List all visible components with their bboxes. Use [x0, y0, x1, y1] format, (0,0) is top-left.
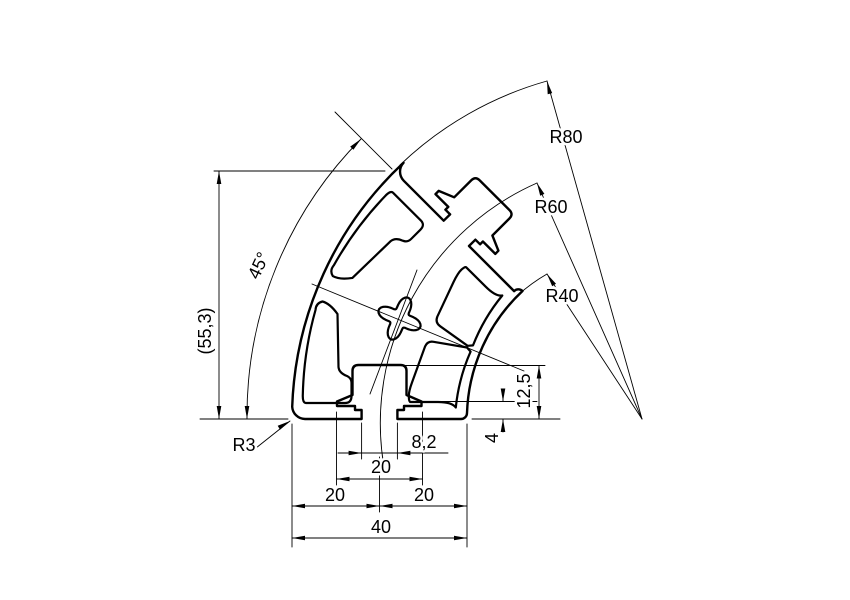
dimension-arrowhead	[216, 171, 222, 184]
dimension-arrowhead	[244, 406, 250, 419]
dimension-arrowhead	[216, 406, 222, 419]
ext-width-outer	[291, 423, 468, 548]
chamber-top-left	[330, 190, 424, 280]
dimension-arrowhead	[536, 365, 542, 379]
label-corner-radius: R3	[232, 435, 255, 455]
label-overall-width: 40	[371, 517, 391, 537]
screw-core-hole-contour	[377, 296, 422, 341]
centerline-bisector	[311, 283, 525, 372]
label-radius-inner: R40	[545, 286, 578, 306]
dimension-arrowhead	[547, 274, 556, 287]
dim-r80-line	[546, 80, 643, 420]
ext-top-face-radial	[334, 111, 393, 170]
dimension-arrowhead	[277, 421, 290, 430]
chamber-bottom-right	[407, 340, 472, 409]
dimension-arrowhead	[454, 503, 467, 509]
label-half-width-right: 20	[414, 485, 434, 505]
dimension-arrowhead	[348, 450, 362, 456]
label-radius-center: R60	[534, 197, 567, 217]
dimension-arrowhead	[547, 81, 553, 95]
chamber-top-right	[435, 265, 504, 347]
label-lip-height: 4	[482, 433, 502, 443]
ext-slot-cavity	[336, 411, 423, 486]
dimension-arrowhead	[336, 476, 350, 482]
dimension-arrowhead	[292, 503, 305, 509]
dimension-arrowhead	[379, 503, 393, 509]
dimension-lines	[199, 80, 643, 548]
dimension-arrowhead	[350, 139, 361, 150]
dimension-arrowhead	[397, 450, 411, 456]
ext-slot-opening	[361, 422, 398, 460]
dimension-arrowhead	[454, 535, 467, 541]
label-angle: 45°	[244, 249, 274, 282]
dimension-arrowhead	[409, 476, 423, 482]
profile-outer-contour	[291, 161, 524, 421]
dimension-arrowhead	[366, 503, 380, 509]
dimension-arrowhead	[537, 183, 545, 196]
label-half-width-left: 20	[325, 485, 345, 505]
dimension-arrowhead	[500, 419, 506, 432]
dimension-arrowhead	[536, 406, 542, 419]
dimension-labels: R80 R60 R40 45° (55,3) R3 12,5 4 8,2 20 …	[193, 125, 586, 540]
dimension-arrowheads	[216, 81, 556, 541]
dimension-arrowhead	[500, 388, 506, 402]
label-radius-outer: R80	[549, 127, 582, 147]
label-overall-height: (55,3)	[195, 307, 215, 354]
profile-inner-chambers	[301, 190, 504, 409]
chamber-bottom-left	[301, 300, 353, 405]
ext-arc-r80	[399, 80, 548, 166]
core-screw-hole	[377, 296, 422, 341]
label-slot-opening: 8,2	[411, 432, 436, 452]
profile-outline	[291, 161, 524, 421]
centerline-r60-arc	[379, 182, 538, 465]
label-slot-cavity-width: 20	[371, 457, 391, 477]
dim-r60-line	[536, 182, 643, 420]
centerline-core	[369, 269, 418, 395]
label-slot-depth: 12,5	[514, 373, 534, 408]
dim-r40-line	[546, 273, 643, 420]
dim-angle-arc	[246, 138, 362, 420]
dimension-arrowhead	[292, 535, 305, 541]
